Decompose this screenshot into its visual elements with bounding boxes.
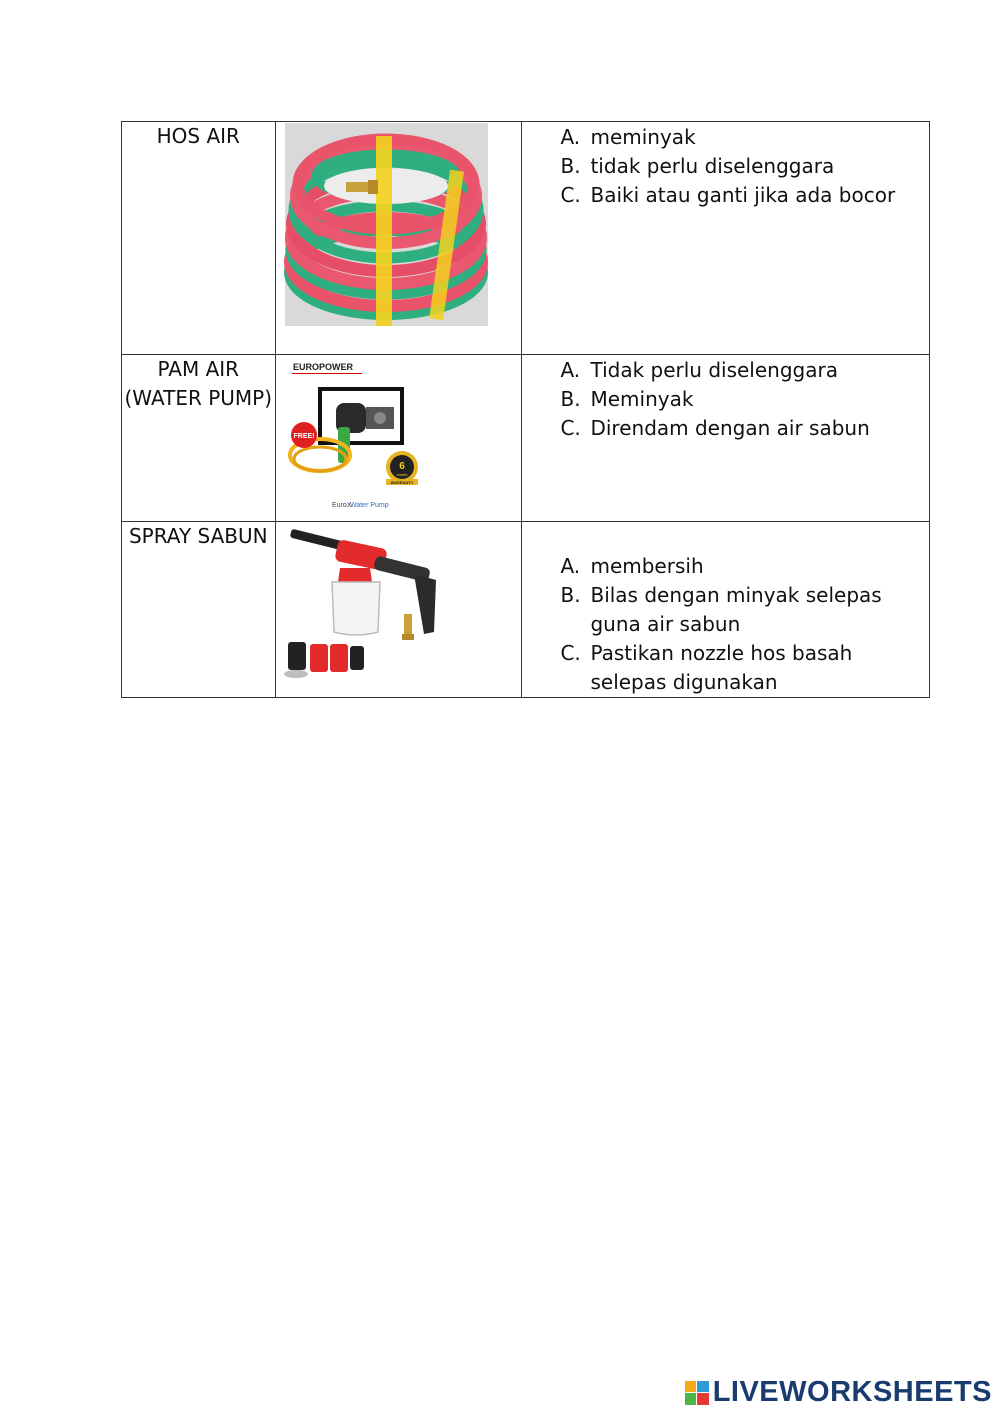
logo-mark-icon	[684, 1380, 709, 1405]
option-item[interactable]: C.Direndam dengan air sabun	[560, 416, 870, 440]
table-row: PAM AIR (WATER PUMP) EUROPOWER FREE! 6	[121, 354, 930, 522]
garden-hose-photo	[274, 121, 523, 355]
table-row: HOS AIR	[121, 121, 930, 355]
item-name: SPRAY SABUN	[121, 521, 276, 698]
item-name: HOS AIR	[121, 121, 276, 355]
foam-spray-gun-photo	[274, 521, 523, 698]
water-pump-photo: EUROPOWER FREE! 6 month WARRANTY EuroX	[274, 354, 523, 522]
warranty-word-text: WARRANTY	[390, 480, 413, 485]
liveworksheets-logo: LIVEWORKSHEETS	[684, 1376, 992, 1409]
option-item[interactable]: B.tidak perlu diselenggara	[560, 154, 835, 178]
pump-caption-product: Water Pump	[350, 502, 389, 509]
logo-text: LIVEWORKSHEETS	[712, 1376, 992, 1408]
item-name: PAM AIR (WATER PUMP)	[121, 354, 276, 522]
option-list: A.Tidak perlu diselenggara B.Meminyak C.…	[522, 356, 929, 443]
warranty-number-text: 6	[399, 461, 405, 472]
option-item[interactable]: B.Bilas dengan minyak selepas guna air s…	[560, 583, 882, 636]
option-list: A.membersih B.Bilas dengan minyak selepa…	[522, 552, 929, 697]
option-item[interactable]: B.Meminyak	[560, 387, 694, 411]
worksheet-table: HOS AIR	[121, 121, 930, 698]
option-item[interactable]: A.membersih	[560, 554, 704, 578]
answer-cell: A.membersih B.Bilas dengan minyak selepa…	[521, 521, 930, 698]
option-list: A.meminyak B.tidak perlu diselenggara C.…	[522, 123, 929, 210]
table-row: SPRAY SABUN A.membe	[121, 521, 930, 698]
warranty-unit-text: month	[396, 472, 407, 477]
pump-brand-text: EUROPOWER	[293, 362, 354, 372]
option-item[interactable]: C.Baiki atau ganti jika ada bocor	[560, 183, 896, 207]
option-item[interactable]: A.Tidak perlu diselenggara	[560, 358, 838, 382]
answer-cell: A.Tidak perlu diselenggara B.Meminyak C.…	[521, 354, 930, 522]
pump-caption-brand: EuroX	[332, 502, 352, 509]
option-item[interactable]: C.Pastikan nozzle hos basah selepas digu…	[560, 641, 853, 694]
free-badge-text: FREE!	[293, 433, 314, 440]
answer-cell: A.meminyak B.tidak perlu diselenggara C.…	[521, 121, 930, 355]
option-item[interactable]: A.meminyak	[560, 125, 696, 149]
